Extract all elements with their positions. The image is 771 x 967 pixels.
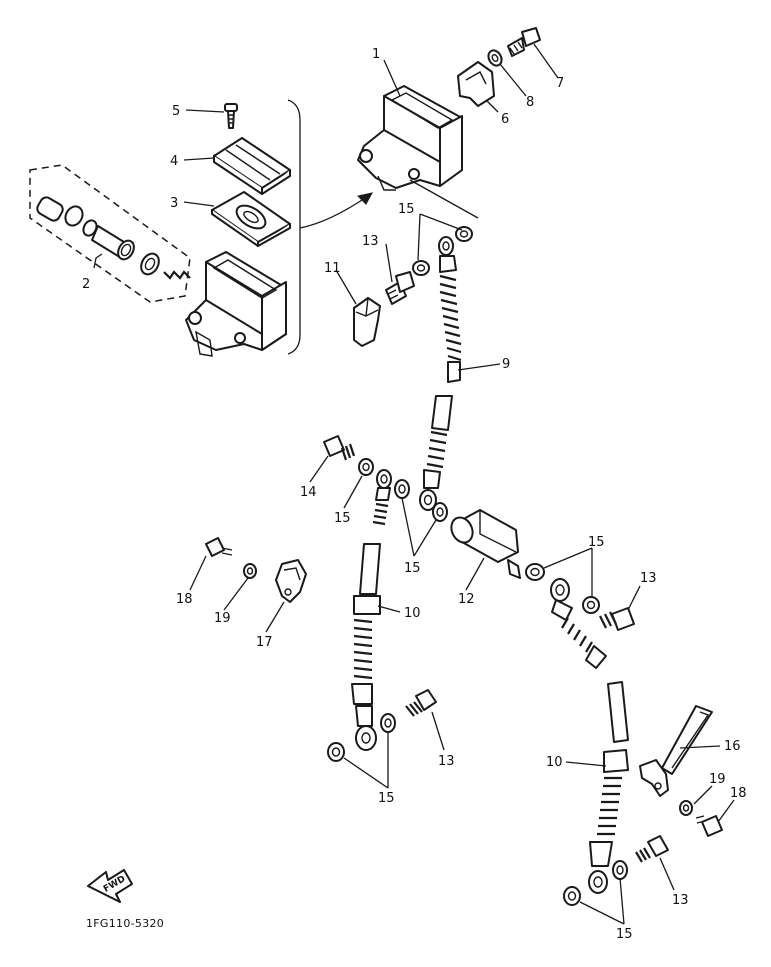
callout-15-mid: 15 [404, 561, 421, 576]
callout-4: 4 [170, 154, 178, 169]
part-18-bolt-right [695, 815, 723, 837]
part-8-washer [487, 49, 503, 67]
part-10-brake-hose-right [588, 681, 629, 894]
right-hose-upper-fitting [550, 578, 607, 669]
callout-13-right-lower: 13 [672, 893, 689, 908]
callout-1: 1 [372, 47, 380, 62]
part-17-clamp [275, 559, 307, 603]
part-12-joint [450, 509, 521, 579]
callout-13-right-upper: 13 [640, 571, 657, 586]
part-9-brake-hose [438, 236, 462, 383]
part-4-reservoir-cap [213, 137, 291, 195]
part-11-cover [353, 297, 381, 347]
washer-15-right-d [563, 886, 581, 906]
washer-15-right-a [525, 563, 545, 581]
part-10-brake-hose-left [351, 543, 381, 751]
callout-17: 17 [256, 635, 273, 650]
fwd-arrow-icon: FWD [87, 869, 133, 903]
part-7-bolt [507, 27, 541, 57]
part-2-piston-kit [29, 164, 191, 303]
part-16-holder [639, 705, 713, 797]
callout-2: 2 [82, 277, 90, 292]
leader-lines [93, 43, 735, 925]
part-18-bolt-left [205, 537, 233, 557]
left-hose-upper-fitting [372, 469, 392, 526]
callout-16: 16 [724, 739, 741, 754]
part-1-master-cylinder [357, 85, 479, 219]
callout-8: 8 [526, 95, 534, 110]
callout-5: 5 [172, 104, 180, 119]
part-6-holder [457, 61, 495, 107]
part-19-washer-left [243, 563, 257, 579]
callout-9: 9 [502, 357, 510, 372]
washer-15-left-b [327, 742, 345, 762]
exploded-master-cylinder-group [29, 99, 373, 357]
washer-15-mid-b [394, 479, 410, 499]
middle-brake-hose [419, 395, 453, 511]
part-14-bolt [323, 435, 356, 461]
callout-15-right-lower: 15 [616, 927, 633, 942]
washer-15-upper-b [455, 226, 473, 242]
washer-15-upper-a [412, 260, 430, 276]
callout-15-left-lower: 15 [378, 791, 395, 806]
washer-15-left-a [380, 713, 396, 733]
part-13-union-bolt-upper [385, 271, 415, 305]
callout-15-mid-left: 15 [334, 511, 351, 526]
callout-7: 7 [556, 76, 564, 91]
callout-14: 14 [300, 485, 317, 500]
callout-13-upper: 13 [362, 234, 379, 249]
callout-19-right: 19 [709, 772, 726, 787]
callout-13-left: 13 [438, 754, 455, 769]
washer-15-mid-a [358, 458, 374, 476]
part-13-union-bolt-left [405, 689, 437, 717]
callout-15-right: 15 [588, 535, 605, 550]
callout-18-right: 18 [730, 786, 747, 801]
callout-15-upper: 15 [398, 202, 415, 217]
callout-3: 3 [170, 196, 178, 211]
part-5-screw [224, 103, 238, 129]
part-3-diaphragm [211, 191, 291, 247]
diagram-code: 1FG110-5320 [86, 917, 164, 930]
callout-labels: 1 2 3 4 5 6 7 8 9 10 10 11 12 13 13 13 1… [82, 47, 747, 942]
washer-15-right-c [612, 860, 628, 880]
part-19-washer-right [679, 800, 693, 816]
washer-15-right-b [582, 596, 600, 614]
callout-18-left: 18 [176, 592, 193, 607]
callout-11: 11 [324, 261, 341, 276]
part-13-union-bolt-right-lower [635, 835, 669, 863]
callout-10-left: 10 [404, 606, 421, 621]
callout-6: 6 [501, 112, 509, 127]
callout-10-right: 10 [546, 755, 563, 770]
exploded-cylinder-body [185, 251, 287, 357]
part-13-union-bolt-right-upper [599, 607, 635, 631]
callout-12: 12 [458, 592, 475, 607]
callout-19-left: 19 [214, 611, 231, 626]
washer-15-mid-c [432, 502, 448, 522]
